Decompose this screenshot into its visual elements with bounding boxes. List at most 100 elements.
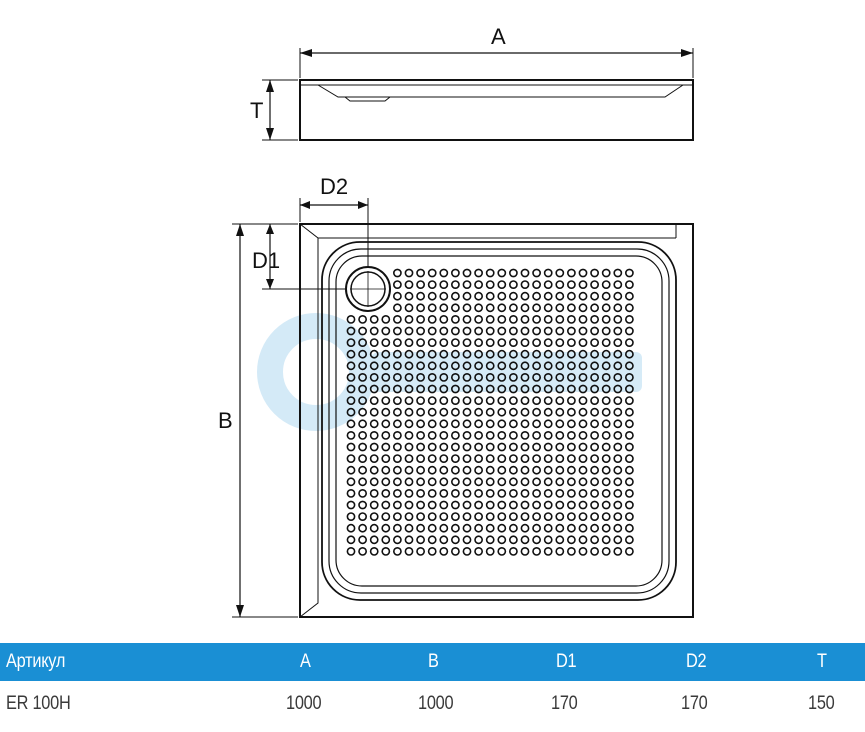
anti-slip-dot bbox=[450, 454, 460, 463]
anti-slip-dot bbox=[555, 349, 565, 359]
anti-slip-dot bbox=[381, 465, 391, 475]
anti-slip-dot bbox=[450, 280, 460, 289]
anti-slip-dot bbox=[543, 349, 553, 359]
anti-slip-dot bbox=[497, 280, 507, 289]
anti-slip-dot bbox=[404, 314, 414, 324]
anti-slip-dot bbox=[416, 396, 425, 405]
anti-slip-dot bbox=[474, 396, 483, 405]
anti-slip-dot bbox=[369, 454, 379, 463]
anti-slip-dot bbox=[404, 326, 414, 336]
anti-slip-dot bbox=[450, 547, 460, 556]
anti-slip-dot bbox=[392, 442, 402, 452]
anti-slip-dot bbox=[369, 430, 379, 440]
anti-slip-dot bbox=[555, 326, 565, 336]
anti-slip-dot bbox=[474, 454, 483, 463]
anti-slip-dot bbox=[509, 349, 518, 359]
anti-slip-dot bbox=[462, 477, 472, 487]
anti-slip-dot bbox=[601, 465, 611, 475]
anti-slip-dot bbox=[543, 361, 553, 371]
anti-slip-dot bbox=[474, 535, 483, 545]
anti-slip-dot bbox=[392, 512, 402, 521]
anti-slip-dot bbox=[532, 326, 541, 336]
anti-slip-dot bbox=[474, 430, 483, 440]
anti-slip-dot bbox=[520, 465, 530, 475]
anti-slip-dot bbox=[590, 477, 599, 487]
anti-slip-dot bbox=[625, 384, 634, 394]
anti-slip-dot bbox=[462, 372, 472, 382]
anti-slip-dot bbox=[520, 268, 530, 278]
anti-slip-dot bbox=[392, 349, 402, 359]
anti-slip-dot bbox=[381, 430, 391, 440]
anti-slip-dot bbox=[509, 303, 518, 313]
anti-slip-dot bbox=[532, 349, 541, 359]
table-header-row: Артикул A B D1 D2 T bbox=[0, 643, 865, 681]
anti-slip-dot bbox=[427, 488, 437, 498]
anti-slip-dot bbox=[613, 488, 623, 498]
anti-slip-dot bbox=[625, 535, 634, 545]
anti-slip-dot bbox=[567, 535, 576, 545]
anti-slip-dot bbox=[404, 384, 414, 394]
anti-slip-dot bbox=[346, 523, 356, 533]
header-d1: D1 bbox=[556, 651, 577, 672]
anti-slip-dot bbox=[485, 303, 495, 313]
anti-slip-dot bbox=[567, 523, 576, 533]
anti-slip-dot bbox=[567, 419, 576, 429]
anti-slip-dot bbox=[427, 326, 437, 336]
anti-slip-dot bbox=[555, 314, 565, 324]
anti-slip-dot bbox=[625, 454, 634, 463]
anti-slip-dot bbox=[543, 430, 553, 440]
anti-slip-dot bbox=[474, 326, 483, 336]
anti-slip-dot bbox=[404, 280, 414, 289]
anti-slip-dot bbox=[520, 419, 530, 429]
anti-slip-dot bbox=[578, 465, 588, 475]
anti-slip-dot bbox=[567, 547, 576, 556]
anti-slip-dot bbox=[392, 547, 402, 556]
specification-table: Артикул A B D1 D2 T ER 100H 1000 1000 17… bbox=[0, 643, 865, 727]
anti-slip-dot bbox=[601, 535, 611, 545]
anti-slip-dot bbox=[578, 396, 588, 405]
anti-slip-dot bbox=[474, 268, 483, 278]
anti-slip-dot bbox=[450, 430, 460, 440]
anti-slip-dot bbox=[509, 523, 518, 533]
anti-slip-dot bbox=[462, 407, 472, 417]
anti-slip-dot bbox=[590, 396, 599, 405]
anti-slip-dot bbox=[346, 454, 356, 463]
dimension-label-d1: D1 bbox=[252, 248, 280, 273]
anti-slip-dot bbox=[485, 338, 495, 347]
anti-slip-dot bbox=[462, 454, 472, 463]
anti-slip-dot bbox=[462, 512, 472, 521]
anti-slip-dot bbox=[392, 384, 402, 394]
anti-slip-dot bbox=[369, 442, 379, 452]
anti-slip-dot bbox=[485, 396, 495, 405]
anti-slip-dot bbox=[613, 454, 623, 463]
anti-slip-dot bbox=[509, 372, 518, 382]
anti-slip-dot bbox=[567, 465, 576, 475]
anti-slip-dot bbox=[439, 430, 449, 440]
anti-slip-dot bbox=[450, 268, 460, 278]
anti-slip-dot bbox=[520, 384, 530, 394]
anti-slip-dot bbox=[450, 349, 460, 359]
anti-slip-dot bbox=[555, 280, 565, 289]
anti-slip-dot bbox=[369, 396, 379, 405]
anti-slip-dot bbox=[625, 338, 634, 347]
anti-slip-dot bbox=[462, 523, 472, 533]
anti-slip-dot bbox=[590, 547, 599, 556]
anti-slip-dot bbox=[485, 372, 495, 382]
anti-slip-dot bbox=[392, 477, 402, 487]
anti-slip-dot bbox=[532, 361, 541, 371]
anti-slip-dot bbox=[474, 488, 483, 498]
anti-slip-dot bbox=[346, 430, 356, 440]
anti-slip-dot bbox=[590, 384, 599, 394]
anti-slip-dot bbox=[555, 396, 565, 405]
cell-a: 1000 bbox=[286, 693, 322, 714]
anti-slip-dot bbox=[369, 372, 379, 382]
anti-slip-dot bbox=[485, 454, 495, 463]
anti-slip-dot bbox=[613, 326, 623, 336]
anti-slip-dot bbox=[497, 349, 507, 359]
anti-slip-dot bbox=[613, 512, 623, 521]
anti-slip-dot bbox=[485, 500, 495, 510]
anti-slip-dot bbox=[381, 314, 391, 324]
anti-slip-dot bbox=[416, 488, 425, 498]
anti-slip-dot bbox=[474, 547, 483, 556]
dimension-label-d2: D2 bbox=[320, 174, 348, 199]
